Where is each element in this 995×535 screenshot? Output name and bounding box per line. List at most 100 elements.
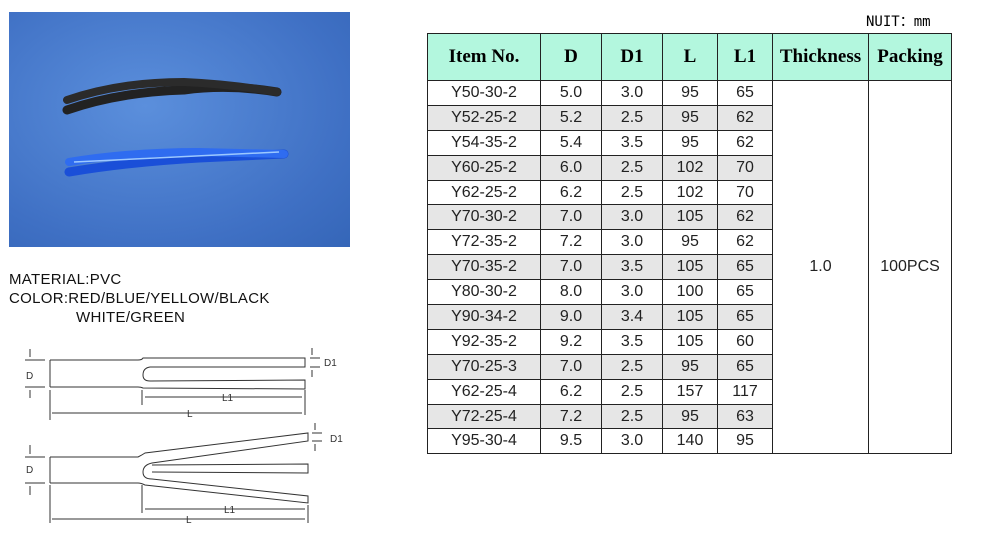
l1-cell: 95 xyxy=(717,428,773,455)
material-text: MATERIAL:PVC xyxy=(9,271,122,288)
d1-cell: 3.0 xyxy=(601,229,663,256)
l-cell: 102 xyxy=(662,154,718,181)
spec-table: Item No. D D1 L L1 Thickness Packing Y50… xyxy=(427,33,952,455)
d-cell: 7.0 xyxy=(540,204,602,231)
d1-cell: 2.5 xyxy=(601,353,663,380)
l-cell: 105 xyxy=(662,254,718,281)
label-l-2: L xyxy=(186,515,192,526)
d1-cell: 3.0 xyxy=(601,204,663,231)
l1-cell: 65 xyxy=(717,304,773,330)
item-no-cell: Y70-30-2 xyxy=(427,204,541,231)
label-l1-2: L1 xyxy=(224,505,236,516)
d1-cell: 3.0 xyxy=(601,428,663,455)
y-tube-image xyxy=(62,77,289,177)
l-cell: 95 xyxy=(662,104,718,131)
thickness-cell: 1.0 xyxy=(772,79,869,455)
l-cell: 105 xyxy=(662,328,718,355)
l-cell: 95 xyxy=(662,229,718,256)
header-d: D xyxy=(540,33,602,81)
header-d1: D1 xyxy=(601,33,663,81)
l-cell: 95 xyxy=(662,129,718,156)
d-cell: 8.0 xyxy=(540,279,602,306)
label-l1: L1 xyxy=(222,393,234,404)
l1-cell: 62 xyxy=(717,229,773,256)
l-cell: 105 xyxy=(662,204,718,231)
header-packing: Packing xyxy=(868,33,952,81)
d-cell: 7.2 xyxy=(540,403,602,430)
l1-cell: 62 xyxy=(717,204,773,231)
l1-cell: 62 xyxy=(717,104,773,131)
d-cell: 5.4 xyxy=(540,129,602,156)
d-cell: 9.0 xyxy=(540,304,602,330)
d-cell: 6.2 xyxy=(540,378,602,405)
d1-cell: 2.5 xyxy=(601,104,663,131)
item-no-cell: Y62-25-2 xyxy=(427,179,541,206)
unit-label: NUIT：mm xyxy=(866,14,931,30)
d1-cell: 3.0 xyxy=(601,80,663,106)
label-d-2: D xyxy=(26,465,33,476)
product-photo xyxy=(9,12,350,247)
label-d: D xyxy=(26,371,33,382)
l1-cell: 65 xyxy=(717,353,773,380)
item-no-cell: Y90-34-2 xyxy=(427,304,541,330)
d1-cell: 2.5 xyxy=(601,378,663,405)
d-cell: 5.2 xyxy=(540,104,602,131)
l1-cell: 60 xyxy=(717,328,773,355)
dimension-drawings: D D1 L1 L D D1 L1 L xyxy=(25,348,343,526)
l-cell: 105 xyxy=(662,304,718,330)
d1-cell: 3.5 xyxy=(601,328,663,355)
l-cell: 95 xyxy=(662,353,718,380)
item-no-cell: Y52-25-2 xyxy=(427,104,541,131)
d1-cell: 3.0 xyxy=(601,279,663,306)
item-no-cell: Y95-30-4 xyxy=(427,428,541,455)
label-d1-2: D1 xyxy=(330,434,343,445)
l-cell: 95 xyxy=(662,80,718,106)
item-no-cell: Y62-25-4 xyxy=(427,378,541,405)
l-cell: 157 xyxy=(662,378,718,405)
color-text: COLOR:RED/BLUE/YELLOW/BLACK xyxy=(9,290,270,307)
l1-cell: 63 xyxy=(717,403,773,430)
l-cell: 95 xyxy=(662,403,718,430)
d1-cell: 3.5 xyxy=(601,129,663,156)
packing-cell: 100PCS xyxy=(868,79,952,455)
item-no-cell: Y70-35-2 xyxy=(427,254,541,281)
d1-cell: 2.5 xyxy=(601,179,663,206)
header-l: L xyxy=(662,33,718,81)
d1-cell: 2.5 xyxy=(601,154,663,181)
item-no-cell: Y60-25-2 xyxy=(427,154,541,181)
l1-cell: 70 xyxy=(717,179,773,206)
d-cell: 7.0 xyxy=(540,353,602,380)
d-cell: 5.0 xyxy=(540,80,602,106)
item-no-cell: Y72-25-4 xyxy=(427,403,541,430)
item-no-cell: Y92-35-2 xyxy=(427,328,541,355)
l1-cell: 65 xyxy=(717,279,773,306)
d1-cell: 2.5 xyxy=(601,403,663,430)
item-no-cell: Y70-25-3 xyxy=(427,353,541,380)
d1-cell: 3.5 xyxy=(601,254,663,281)
item-no-cell: Y50-30-2 xyxy=(427,80,541,106)
l1-cell: 62 xyxy=(717,129,773,156)
d-cell: 7.2 xyxy=(540,229,602,256)
d-cell: 9.2 xyxy=(540,328,602,355)
header-l1: L1 xyxy=(717,33,773,81)
d-cell: 6.0 xyxy=(540,154,602,181)
table-header: Item No. D D1 L L1 Thickness Packing xyxy=(427,33,952,81)
label-d1: D1 xyxy=(324,358,337,369)
d1-cell: 3.4 xyxy=(601,304,663,330)
l1-cell: 65 xyxy=(717,80,773,106)
item-no-cell: Y54-35-2 xyxy=(427,129,541,156)
color-text-2: WHITE/GREEN xyxy=(76,309,186,326)
l1-cell: 65 xyxy=(717,254,773,281)
header-thickness: Thickness xyxy=(772,33,869,81)
d-cell: 7.0 xyxy=(540,254,602,281)
